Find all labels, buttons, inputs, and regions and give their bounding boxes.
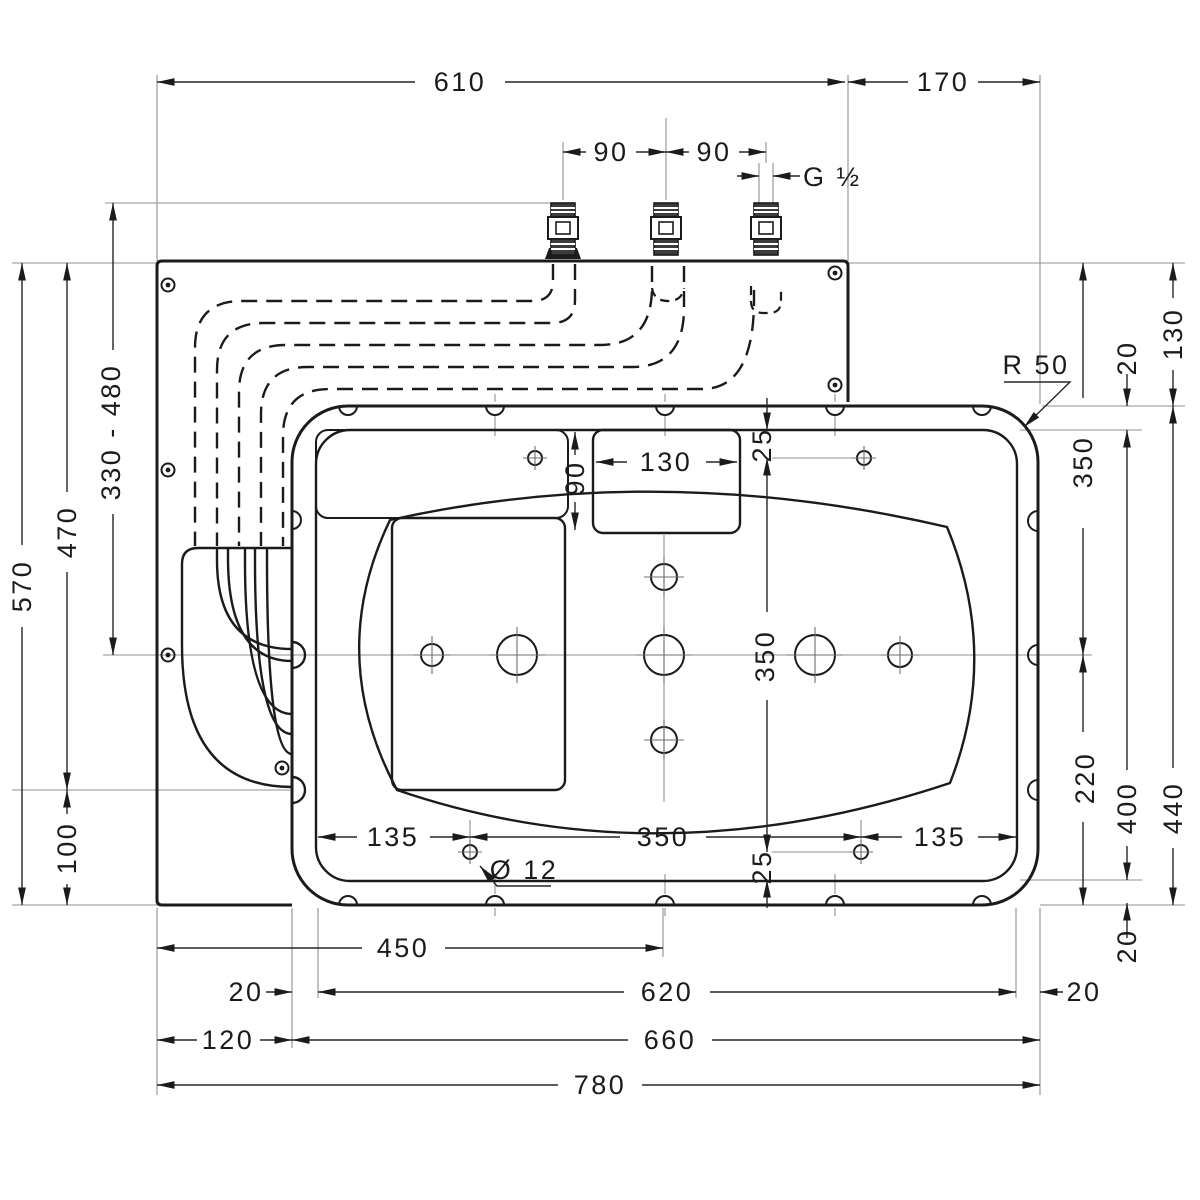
body-interior: [315, 428, 976, 864]
dim-chamber-height: 90: [560, 460, 590, 495]
dim-edge-gap-right: 20: [1066, 977, 1101, 1007]
dim-edge-gap-left: 20: [228, 977, 263, 1007]
concealed-pipes-dashed: [193, 264, 783, 546]
dim-top-to-center: 350: [1068, 436, 1098, 489]
mounting-plate-outline: [155, 259, 850, 907]
upper-chamber: [315, 429, 569, 519]
dim-body-width: 660: [644, 1025, 697, 1055]
dim-screw-left-offset: 135: [367, 822, 420, 852]
hole-diameter-leader: [479, 865, 551, 887]
dim-inset-bottom: 25: [747, 849, 777, 884]
pipe-elbow-3: [749, 286, 783, 315]
dim-inner-frame-width: 620: [641, 977, 694, 1007]
label-corner-radius: R 50: [1002, 350, 1069, 380]
dim-plate-top-to-body: 130: [1158, 308, 1188, 361]
dimension-lines-vertical: 570 470 100 330 - 480 90 25 350 25 350 2…: [7, 203, 1188, 964]
dim-plate-height: 570: [7, 560, 37, 613]
corner-radius-leader: [1004, 381, 1072, 428]
escutcheon-outline: [358, 490, 976, 835]
dim-body-height: 440: [1158, 782, 1188, 835]
plate-screws: [160, 265, 843, 776]
dimension-lines-horizontal: 610 170 90 90 G ½ 130 135 350 135 450 62…: [157, 67, 1101, 1100]
dim-edge-gap-top: 20: [1112, 340, 1142, 375]
dim-inset-top: 25: [747, 427, 777, 462]
function-holes: [413, 557, 919, 760]
dim-screw-right-offset: 135: [914, 822, 967, 852]
dim-center-to-bottom: 220: [1070, 752, 1100, 805]
connector-1: [547, 202, 579, 256]
pipe-connectors: [545, 202, 782, 259]
dim-left-offset: 120: [202, 1025, 255, 1055]
dim-connector-spacing-right: 90: [696, 137, 731, 167]
dim-inner-frame-height: 400: [1112, 782, 1142, 835]
extension-lines: [12, 75, 1185, 1095]
dim-height-to-lower-port: 470: [52, 506, 82, 559]
connector-2: [650, 202, 682, 256]
dim-total-width: 780: [574, 1070, 627, 1100]
cartridge-panel: [390, 516, 567, 792]
dim-connector-spacing-left: 90: [593, 137, 628, 167]
dim-hose-range: 330 - 480: [96, 364, 126, 501]
fastening-holes: [458, 446, 876, 864]
label-hole-diameter: Ø 12: [490, 855, 559, 885]
leader-labels: R 50 Ø 12: [479, 350, 1072, 887]
dim-right-extension: 170: [917, 67, 970, 97]
dim-top-box-width: 130: [640, 447, 693, 477]
dim-screw-rows-spacing: 350: [750, 630, 780, 683]
dim-lower-port-to-bottom: 100: [52, 822, 82, 875]
connection-box-and-pipes: [180, 546, 293, 789]
dim-thread-size: G ½: [803, 162, 862, 192]
dim-edge-gap-bottom: 20: [1112, 928, 1142, 963]
connector-3: [750, 202, 782, 256]
pipe-elbow-2: [650, 287, 686, 303]
dim-plate-width: 610: [434, 67, 487, 97]
dim-left-to-center: 450: [377, 933, 430, 963]
dim-screw-spacing: 350: [637, 822, 690, 852]
screw-icon: [160, 265, 843, 776]
function-box-130: [591, 428, 742, 535]
